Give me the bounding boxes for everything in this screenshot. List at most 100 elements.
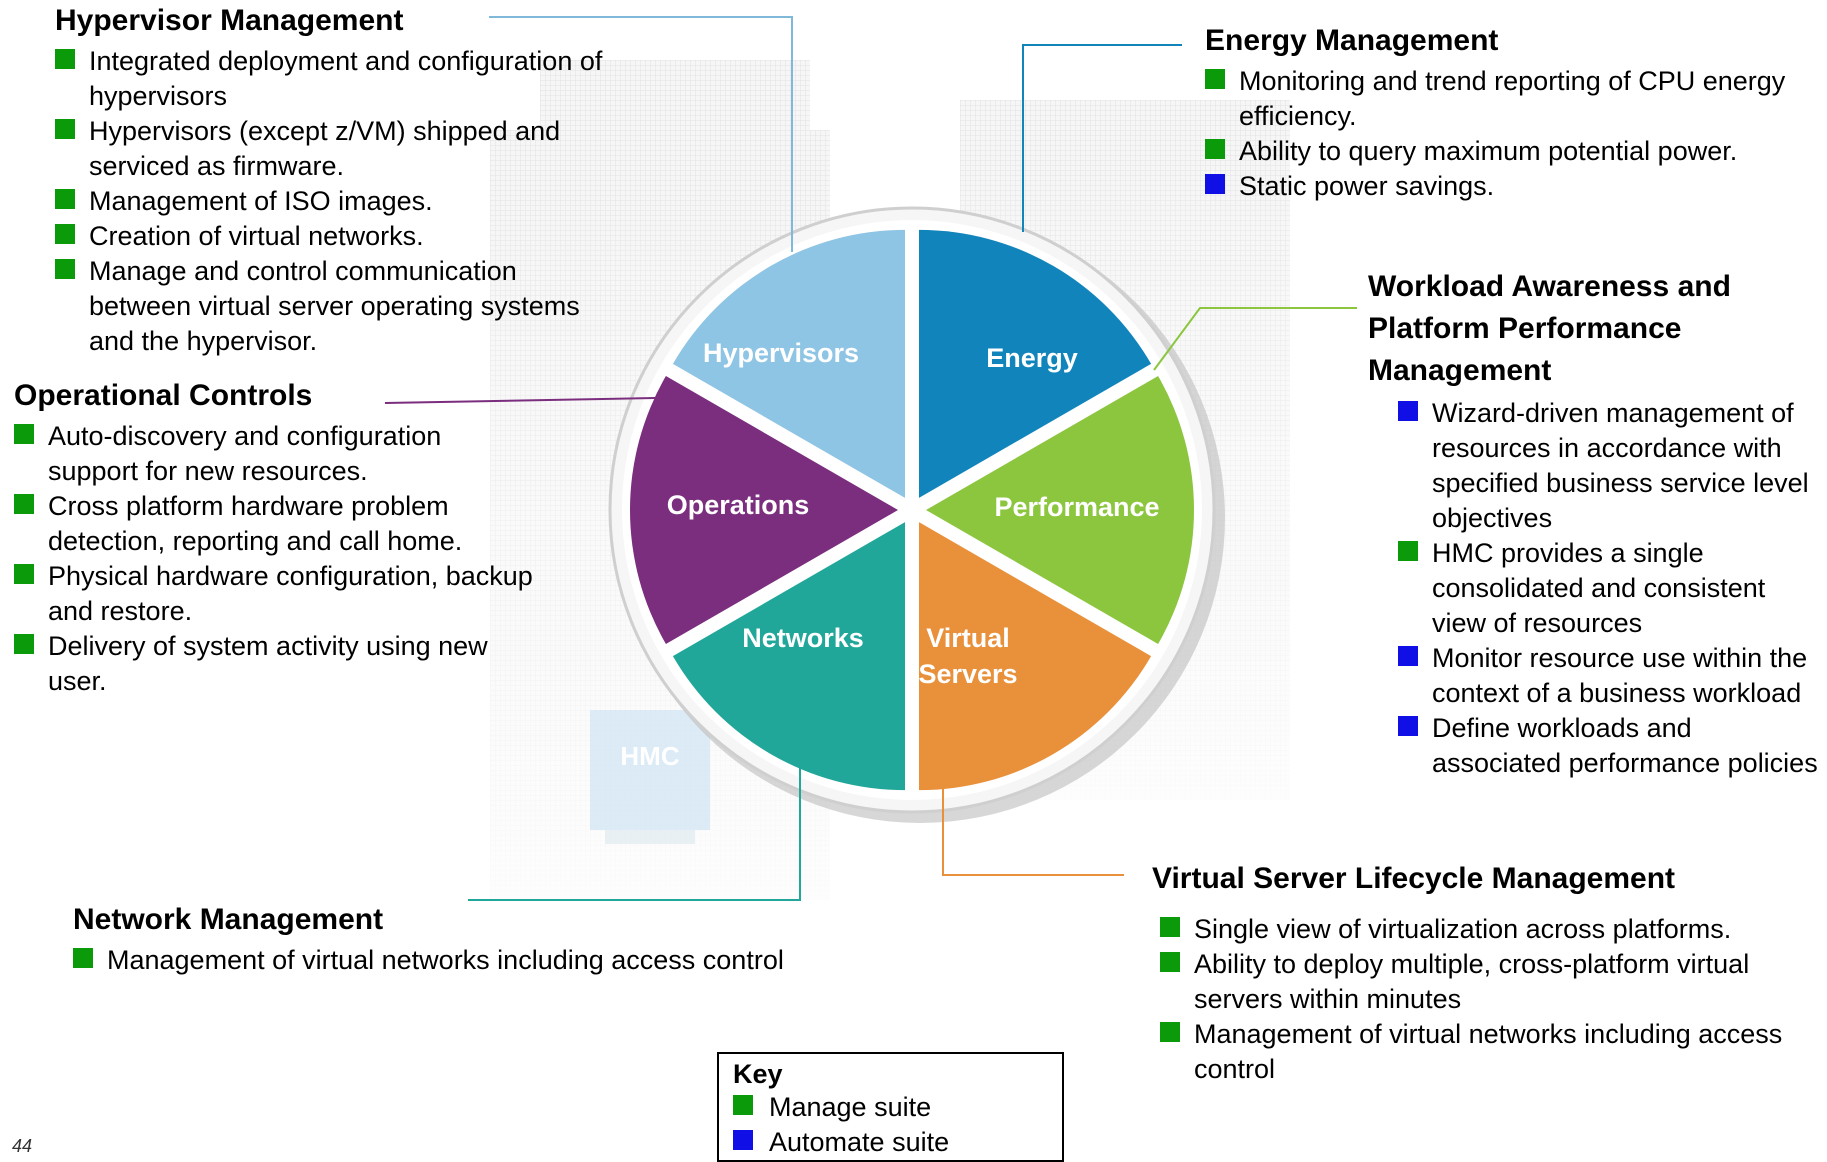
legend-key: Key Manage suite Automate suite bbox=[717, 1052, 1064, 1162]
energy-management-title: Energy Management bbox=[1205, 24, 1499, 57]
hmc-monitor-backdrop: HMC bbox=[590, 710, 710, 844]
manage-square-icon bbox=[733, 1095, 753, 1115]
page-number: 44 bbox=[12, 1136, 33, 1156]
list-item-text: Static power savings. bbox=[1239, 171, 1495, 201]
list-item: Single view of virtualization across pla… bbox=[1160, 912, 1812, 947]
list-item-text: Wizard-driven management of resources in… bbox=[1432, 398, 1809, 533]
hypervisor-management-section: Hypervisor Management Integrated deploym… bbox=[55, 2, 615, 359]
list-item: Management of virtual networks including… bbox=[1160, 1017, 1812, 1087]
wheel-label-energy: Energy bbox=[986, 343, 1078, 373]
list-item-text: Management of ISO images. bbox=[89, 186, 433, 216]
list-item-text: Management of virtual networks including… bbox=[107, 945, 784, 975]
automate-square-icon bbox=[1398, 646, 1418, 666]
list-item: Monitoring and trend reporting of CPU en… bbox=[1205, 64, 1805, 134]
list-item-text: Ability to query maximum potential power… bbox=[1239, 136, 1738, 166]
list-item-text: Management of virtual networks including… bbox=[1194, 1019, 1783, 1084]
manage-square-icon bbox=[73, 948, 93, 968]
list-item: Management of ISO images. bbox=[55, 184, 615, 219]
list-item: Integrated deployment and configuration … bbox=[55, 44, 615, 114]
hmc-label: HMC bbox=[620, 741, 679, 771]
virtual-server-lifecycle-section: Virtual Server Lifecycle Management Sing… bbox=[1152, 860, 1812, 1087]
key-title: Key bbox=[733, 1059, 783, 1089]
network-management-section: Network Management Management of virtual… bbox=[73, 901, 893, 978]
list-item-text: Hypervisors (except z/VM) shipped and se… bbox=[89, 116, 561, 181]
connector-lifecycle bbox=[942, 722, 1124, 876]
virtual-server-lifecycle-title: Virtual Server Lifecycle Management bbox=[1152, 862, 1676, 895]
list-item-text: Auto-discovery and configuration support… bbox=[48, 421, 442, 486]
list-item-text: HMC provides a single consolidated and c… bbox=[1432, 538, 1766, 638]
hypervisor-management-list: Integrated deployment and configuration … bbox=[55, 44, 615, 359]
manage-square-icon bbox=[14, 494, 34, 514]
workload-awareness-section: Workload Awareness and Platform Performa… bbox=[1368, 266, 1823, 781]
wheel-segment-energy bbox=[919, 229, 1152, 498]
list-item-text: Monitoring and trend reporting of CPU en… bbox=[1239, 66, 1786, 131]
list-item: Wizard-driven management of resources in… bbox=[1398, 396, 1823, 536]
list-item: Cross platform hardware problem detectio… bbox=[14, 489, 534, 559]
manage-square-icon bbox=[14, 564, 34, 584]
list-item: Ability to query maximum potential power… bbox=[1205, 134, 1805, 169]
list-item: Static power savings. bbox=[1205, 169, 1805, 204]
hypervisor-management-title: Hypervisor Management bbox=[55, 4, 404, 37]
virtual-server-lifecycle-list: Single view of virtualization across pla… bbox=[1160, 912, 1812, 1087]
wheel-label-networks: Networks bbox=[742, 623, 864, 653]
wheel-segment-hypervisors bbox=[672, 229, 905, 498]
list-item-text: Monitor resource use within the context … bbox=[1432, 643, 1808, 708]
operational-controls-title: Operational Controls bbox=[14, 379, 313, 412]
manage-square-icon bbox=[1398, 541, 1418, 561]
network-management-list: Management of virtual networks including… bbox=[73, 943, 893, 978]
manage-square-icon bbox=[55, 49, 75, 69]
manage-square-icon bbox=[1160, 917, 1180, 937]
wheel-label-hypervisors: Hypervisors bbox=[703, 338, 859, 368]
key-automate-label: Automate suite bbox=[769, 1127, 950, 1157]
wheel-label-operations: Operations bbox=[667, 490, 810, 520]
list-item: Delivery of system activity using new us… bbox=[14, 629, 534, 699]
network-management-title: Network Management bbox=[73, 903, 384, 936]
manage-square-icon bbox=[14, 634, 34, 654]
manage-square-icon bbox=[14, 424, 34, 444]
list-item: Management of virtual networks including… bbox=[73, 943, 893, 978]
wheel-segment-virtual-servers bbox=[919, 522, 1152, 791]
list-item: Physical hardware configuration, backup … bbox=[14, 559, 534, 629]
list-item: Auto-discovery and configuration support… bbox=[14, 419, 534, 489]
connector-energy bbox=[1022, 44, 1182, 232]
list-item: Manage and control communication between… bbox=[55, 254, 615, 359]
list-item-text: Ability to deploy multiple, cross-platfo… bbox=[1194, 949, 1750, 1014]
workload-awareness-list: Wizard-driven management of resources in… bbox=[1398, 396, 1823, 781]
list-item-text: Manage and control communication between… bbox=[89, 256, 580, 356]
energy-management-list: Monitoring and trend reporting of CPU en… bbox=[1205, 64, 1805, 204]
manage-square-icon bbox=[1205, 69, 1225, 89]
workload-awareness-title: Workload Awareness and Platform Performa… bbox=[1368, 270, 1731, 387]
automate-square-icon bbox=[733, 1130, 753, 1150]
manage-square-icon bbox=[55, 119, 75, 139]
automate-square-icon bbox=[1205, 174, 1225, 194]
list-item: Ability to deploy multiple, cross-platfo… bbox=[1160, 947, 1812, 1017]
energy-management-section: Energy Management Monitoring and trend r… bbox=[1205, 22, 1805, 204]
manage-square-icon bbox=[55, 189, 75, 209]
list-item-text: Integrated deployment and configuration … bbox=[89, 46, 603, 111]
manage-square-icon bbox=[55, 259, 75, 279]
connector-network bbox=[468, 690, 801, 901]
manage-square-icon bbox=[1160, 1022, 1180, 1042]
wheel-segment-performance bbox=[926, 376, 1194, 644]
automate-square-icon bbox=[1398, 401, 1418, 421]
manage-square-icon bbox=[1205, 139, 1225, 159]
operational-controls-section: Operational Controls Auto-discovery and … bbox=[14, 377, 534, 699]
connector-hypervisor bbox=[489, 16, 793, 252]
key-manage-row: Manage suite bbox=[733, 1090, 1048, 1125]
list-item: Creation of virtual networks. bbox=[55, 219, 615, 254]
list-item-text: Single view of virtualization across pla… bbox=[1194, 914, 1732, 944]
list-item-text: Creation of virtual networks. bbox=[89, 221, 424, 251]
connector-operational bbox=[384, 397, 656, 404]
connector-performance bbox=[1153, 307, 1357, 371]
wheel-segment-operations bbox=[630, 376, 898, 644]
list-item-text: Define workloads and associated performa… bbox=[1432, 713, 1818, 778]
key-manage-label: Manage suite bbox=[769, 1092, 932, 1122]
list-item: Hypervisors (except z/VM) shipped and se… bbox=[55, 114, 615, 184]
wheel-label-performance: Performance bbox=[994, 492, 1159, 522]
list-item: Define workloads and associated performa… bbox=[1398, 711, 1823, 781]
manage-square-icon bbox=[55, 224, 75, 244]
manage-square-icon bbox=[1160, 952, 1180, 972]
